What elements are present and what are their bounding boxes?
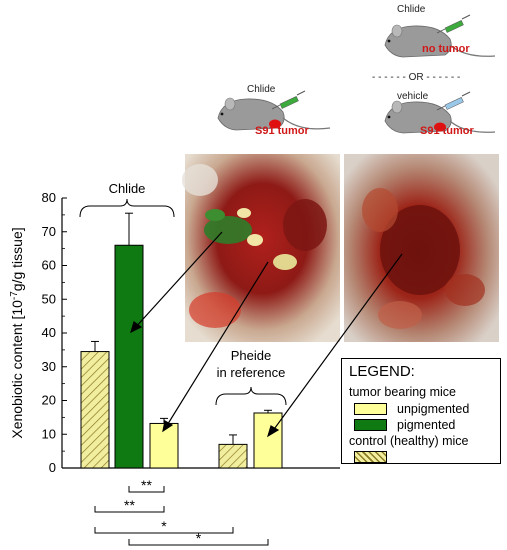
- significance-label: **: [141, 477, 152, 493]
- bar: [218, 443, 248, 469]
- syringe-icon: [436, 14, 471, 34]
- y-tick-label: 30: [42, 359, 56, 374]
- legend-control-header: control (healthy) mice: [349, 434, 469, 448]
- legend-pigmented: pigmented: [397, 418, 456, 432]
- legend-swatch-pigmented: [354, 419, 387, 431]
- legend-swatch-control: [354, 451, 387, 463]
- bar: [253, 412, 283, 469]
- y-tick-label: 40: [42, 325, 56, 340]
- mouse-eye: [387, 39, 391, 43]
- syringe-icon: [436, 91, 471, 111]
- brace-pheide: [215, 386, 287, 406]
- bar: [114, 244, 144, 469]
- mouse-left: Chlide S91 tumor: [217, 84, 331, 137]
- brace-chlide: [79, 198, 175, 218]
- tumor-spot: [434, 122, 446, 132]
- mouse-ear: [391, 100, 403, 114]
- or-separator: - - - - - - OR - - - - - -: [372, 72, 460, 83]
- mouse-ear: [391, 24, 403, 38]
- mouse-right-bottom-tumor-label: S91 tumor: [420, 125, 475, 137]
- y-tick-label: 60: [42, 258, 56, 273]
- syringe-icon: [271, 90, 306, 110]
- significance-bracket: [128, 539, 269, 546]
- photo-left: [182, 154, 340, 342]
- arrow-reference: [271, 253, 403, 433]
- arrow-head: [130, 321, 143, 334]
- mouse-tail: [282, 117, 331, 130]
- bar: [80, 351, 110, 469]
- y-tick-label: 0: [49, 460, 56, 475]
- tumor-spot: [269, 119, 281, 129]
- significance-label: **: [124, 497, 135, 513]
- legend-title: LEGEND:: [349, 363, 415, 380]
- y-tick-label: 20: [42, 393, 56, 408]
- legend: LEGEND: tumor bearing mice unpigmented p…: [341, 358, 501, 464]
- mouse-eye: [220, 112, 224, 116]
- legend-swatch-unpigmented: [354, 403, 387, 415]
- mouse-right-top-status: no tumor: [422, 43, 470, 55]
- group-label-pheide-ref: in reference: [217, 365, 286, 380]
- y-tick-label: 50: [42, 291, 56, 306]
- photo-right: [344, 154, 499, 342]
- arrow-unpigmented: [165, 261, 269, 428]
- significance-bracket: [94, 506, 165, 513]
- group-label-pheide: Pheide: [231, 348, 271, 363]
- mouse-right-top: Chlide no tumor: [384, 4, 496, 58]
- mouse-right-bottom: vehicle S91 tumor: [384, 91, 496, 137]
- y-tick-label: 80: [42, 190, 56, 205]
- y-tick-label: 70: [42, 224, 56, 239]
- mouse-left-label: Chlide: [247, 84, 276, 95]
- significance-label: *: [161, 518, 167, 534]
- mouse-right-top-label: Chlide: [397, 4, 426, 15]
- mouse-ear: [224, 97, 236, 111]
- mouse-right-bottom-label: vehicle: [397, 91, 429, 102]
- significance-bracket: [94, 527, 234, 534]
- mouse-tail: [449, 120, 496, 133]
- arrow-head: [162, 420, 174, 433]
- mouse-eye: [387, 115, 391, 119]
- significance-label: *: [196, 530, 202, 546]
- mouse-tail: [449, 44, 496, 57]
- legend-tumor-header: tumor bearing mice: [349, 385, 456, 399]
- arrows: [130, 231, 403, 438]
- y-axis-label: Xenobiotic content [10-7g/g tissue]: [9, 227, 25, 438]
- group-label-chlide: Chlide: [109, 181, 146, 196]
- significance-bracket: [128, 486, 165, 493]
- arrow-pigmented: [133, 231, 223, 330]
- mouse-left-tumor-label: S91 tumor: [255, 125, 310, 137]
- arrow-head: [266, 425, 280, 438]
- legend-unpigmented: unpigmented: [397, 402, 470, 416]
- y-tick-label: 10: [42, 426, 56, 441]
